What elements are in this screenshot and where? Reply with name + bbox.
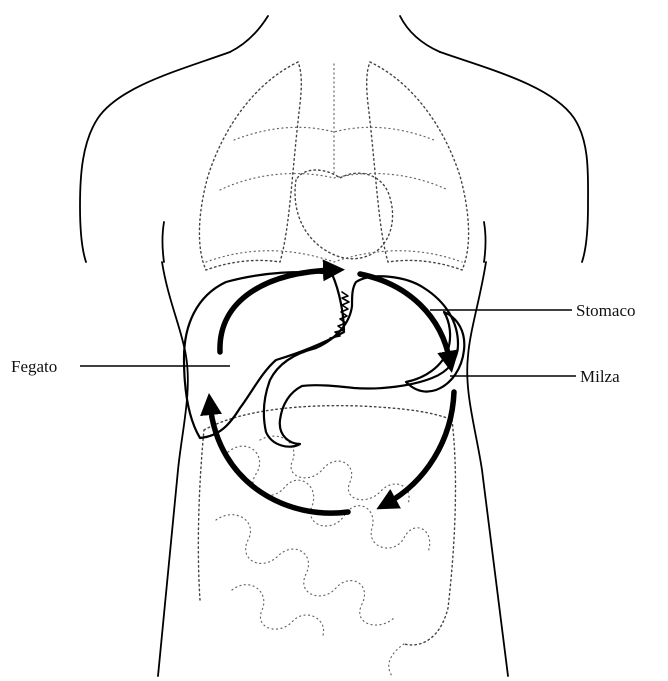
arrow-arc-left-top bbox=[220, 270, 334, 352]
flank-left bbox=[158, 262, 188, 676]
shoulder-arm-left bbox=[80, 52, 230, 262]
label-milza: Milza bbox=[580, 367, 620, 386]
flank-right bbox=[467, 262, 508, 676]
sigmoid bbox=[389, 644, 404, 676]
small-intestine-loops-3 bbox=[232, 585, 324, 638]
heart bbox=[295, 170, 393, 259]
rib-2 bbox=[220, 174, 448, 190]
rib-1 bbox=[234, 127, 434, 140]
stomach bbox=[264, 276, 458, 446]
label-stomaco: Stomaco bbox=[576, 301, 636, 320]
thorax-dotted bbox=[199, 62, 468, 270]
flow-arrows bbox=[210, 270, 454, 513]
shoulder-arm-right bbox=[440, 52, 588, 262]
colon bbox=[198, 406, 455, 645]
small-intestine-loops-1 bbox=[228, 446, 430, 552]
costal-arch bbox=[206, 251, 462, 262]
neck-right bbox=[400, 16, 440, 52]
label-fegato: Fegato bbox=[11, 357, 57, 376]
lung-left bbox=[199, 62, 301, 270]
lung-right bbox=[367, 62, 469, 270]
neck-left bbox=[230, 16, 268, 52]
small-intestine-loops-2 bbox=[216, 515, 394, 625]
armpit-right bbox=[484, 222, 486, 262]
arrow-arc-right-top bbox=[360, 274, 450, 362]
armpit-left bbox=[163, 222, 165, 262]
arrow-arc-right-down bbox=[386, 392, 454, 504]
intestines-dotted bbox=[198, 406, 455, 676]
